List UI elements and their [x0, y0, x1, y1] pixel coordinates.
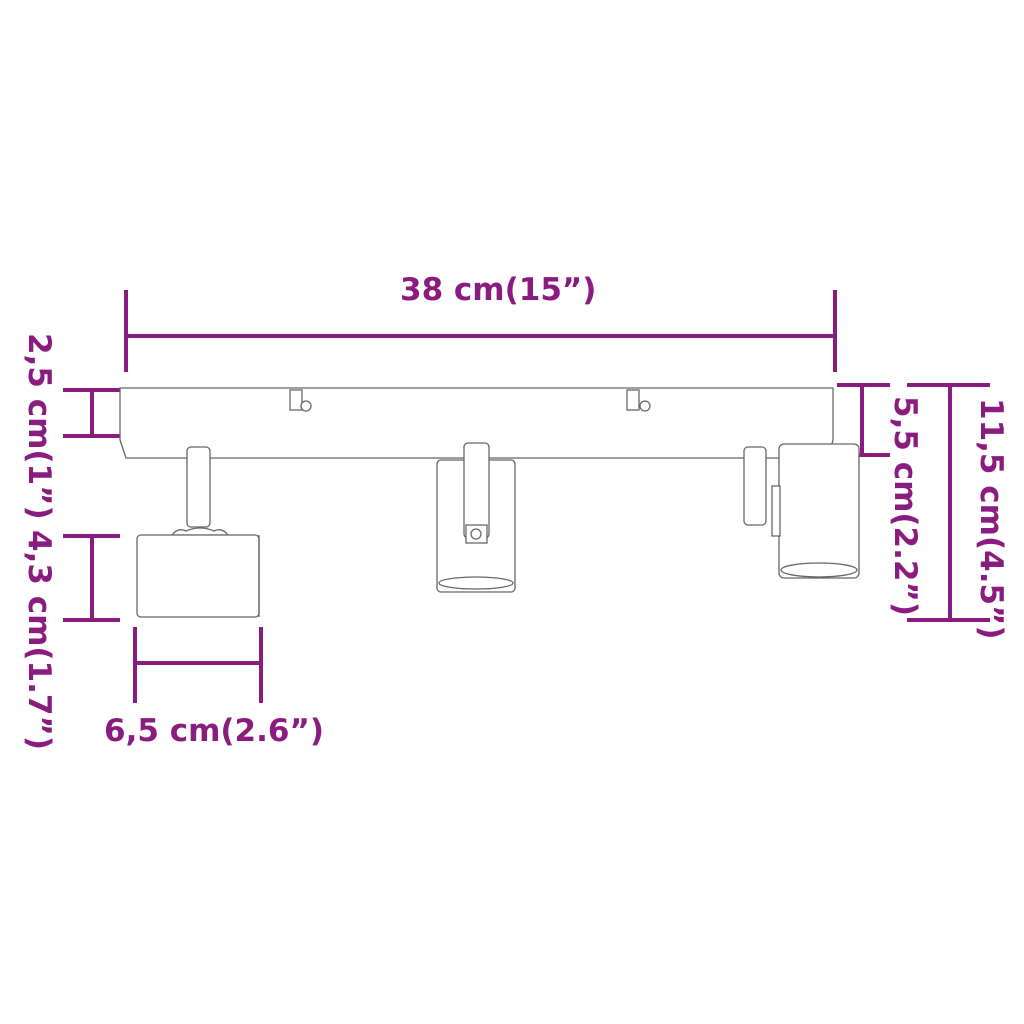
lamp-height-dim-line	[63, 534, 120, 622]
middle-lamp-arm	[463, 442, 490, 539]
right-lamp-arm	[743, 446, 767, 526]
total-height-label: 11,5 cm(4.5”)	[973, 398, 1009, 640]
left-lamp-head	[136, 534, 260, 618]
bar-height-dim-line	[63, 388, 120, 438]
lamp-width-label: 6,5 cm(2.6”)	[104, 713, 325, 749]
length-label: 38 cm(15”)	[400, 272, 597, 308]
left-lamp-arm	[186, 446, 211, 528]
bar-height-label: 2,5 cm(1”)	[21, 333, 57, 520]
drop-height-label: 5,5 cm(2.2”)	[887, 396, 923, 617]
right-lamp-head	[778, 443, 860, 579]
length-dim-line	[124, 290, 837, 372]
lamp-width-dim-line	[133, 627, 263, 703]
fixture-outline	[119, 387, 860, 618]
lamp-height-label: 4,3 cm(1.7”)	[21, 530, 57, 751]
dimension-lines	[63, 290, 990, 703]
total-height-dim-line	[907, 383, 990, 622]
